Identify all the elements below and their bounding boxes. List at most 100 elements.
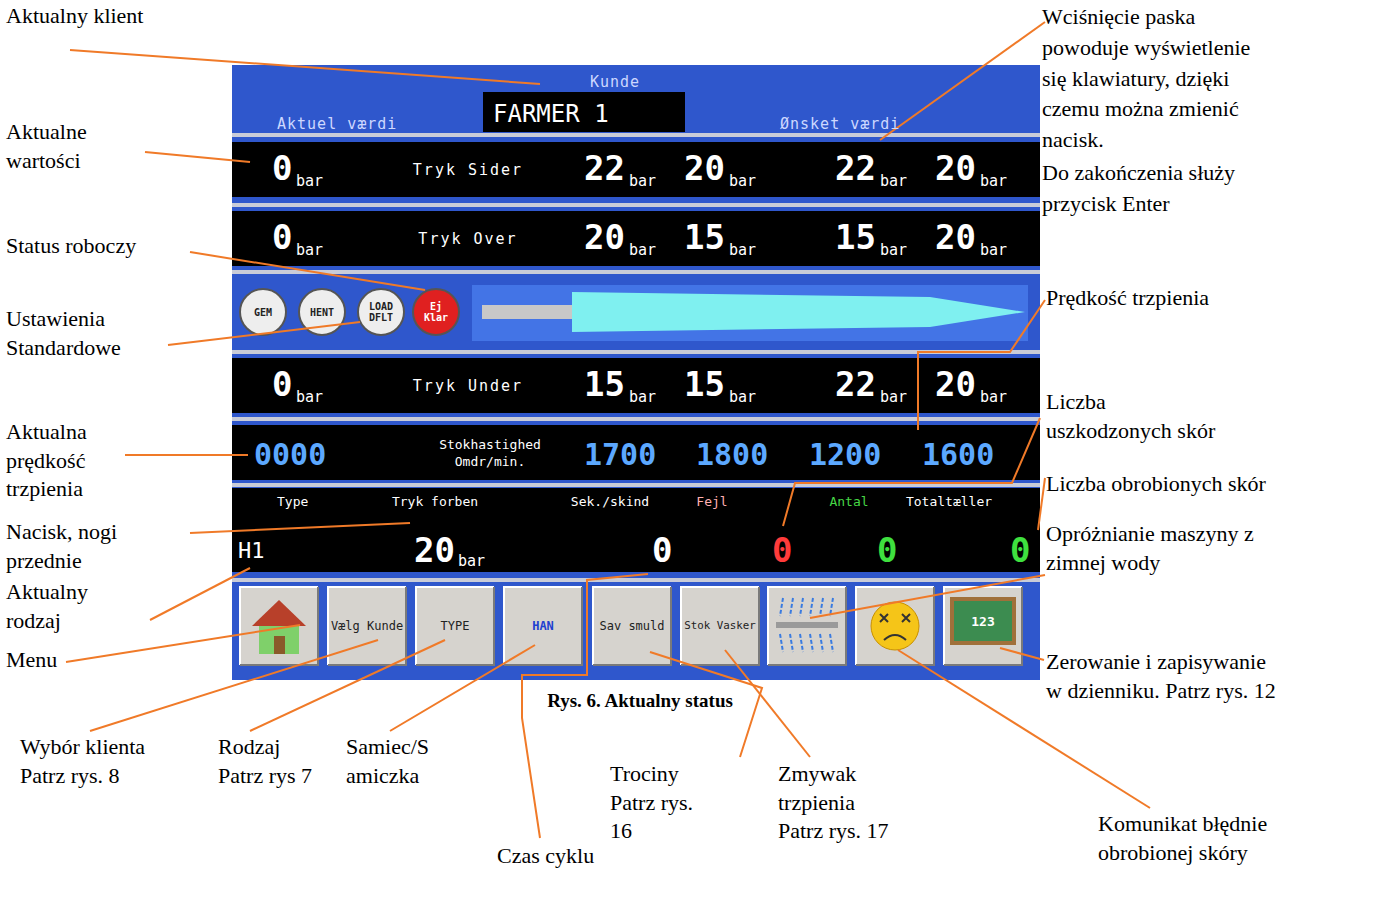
screen-text: Stok Vasker <box>684 619 756 632</box>
display-row: 0barTryk Over20bar15bar15bar20bar <box>232 211 1040 266</box>
button-face <box>416 587 494 665</box>
screen-text: bar <box>729 388 756 406</box>
screen-text: 1800 <box>696 437 768 472</box>
screen-text: Vælg Kunde <box>331 619 403 634</box>
leader-line <box>168 322 360 345</box>
callout-label: Nacisk, nogi przednie <box>6 518 146 575</box>
display-band <box>232 425 1040 480</box>
callout-label: Rodzaj Patrz rys 7 <box>218 733 318 790</box>
screen-text: Tryk forben <box>392 494 478 509</box>
screen-text: Stokhastighed Omdr/min. <box>405 437 575 471</box>
button-face <box>856 587 934 665</box>
callout-label: Wciśnięcie paska powoduje wyświetlenie s… <box>1042 2 1274 156</box>
screen-text: bar <box>980 241 1007 259</box>
screen-text: 1700 <box>584 437 656 472</box>
leader-line <box>725 650 810 757</box>
screen-text: bar <box>880 241 907 259</box>
leader-line <box>1038 478 1045 530</box>
screen-text: 15 <box>584 364 625 404</box>
round-button <box>358 289 404 335</box>
leader-line <box>150 568 250 620</box>
callout-label: Do zakończenia służy przycisk Enter <box>1042 158 1274 220</box>
callout-label: Prędkość trzpienia <box>1046 284 1346 313</box>
screen-text: 15 <box>684 364 725 404</box>
button-face <box>328 587 406 665</box>
button: Stok Vasker <box>681 587 759 665</box>
screen-text: 0 <box>772 530 792 570</box>
leader-line <box>250 640 445 731</box>
display-band <box>232 142 1040 197</box>
callout-label: Komunikat błędnie obrobionej skóry <box>1098 810 1298 867</box>
screen-text: 0 <box>272 217 292 257</box>
callout-label: Opróżnianie maszyny z zimnej wody <box>1046 520 1286 577</box>
button: HENT <box>299 289 345 335</box>
screen-text: TYPE <box>441 619 470 634</box>
home-icon <box>252 600 306 654</box>
screen-text: Kunde <box>590 73 640 91</box>
screen-text: 22 <box>835 148 876 188</box>
callout-label: Status roboczy <box>6 232 196 261</box>
screen-text: 1600 <box>922 437 994 472</box>
round-button <box>413 289 459 335</box>
screen-text: 0 <box>272 148 292 188</box>
display-band <box>483 92 685 132</box>
button-face <box>768 587 846 665</box>
screen-text: H1 <box>238 538 265 563</box>
screen-text: bar <box>629 241 656 259</box>
screen-text: Aktuel værdi <box>277 115 397 133</box>
screen-text: 15 <box>835 217 876 257</box>
leader-line <box>918 300 1045 430</box>
button: Sav smuld <box>593 587 671 665</box>
screen-text: 20 <box>935 364 976 404</box>
screen-text: 0 <box>1010 530 1030 570</box>
button: Ej Klar <box>413 289 459 335</box>
screen-text: 20 <box>935 148 976 188</box>
screen-text: Antal <box>829 494 868 509</box>
screen-text: LOAD DFLT <box>361 301 401 323</box>
button: TYPE <box>416 587 494 665</box>
separator <box>232 578 1040 582</box>
button-face <box>240 587 318 665</box>
button: Vælg Kunde <box>328 587 406 665</box>
screen-text: Fejl <box>696 494 727 509</box>
screen-text: HAN <box>532 619 554 633</box>
customer-field: FARMER 1 <box>483 92 685 132</box>
screen-text: bar <box>980 172 1007 190</box>
callout-label: Wybór klienta Patrz rys. 8 <box>20 733 150 790</box>
separator <box>232 270 1040 274</box>
button-face <box>593 587 671 665</box>
screen-text: 0 <box>652 530 672 570</box>
leader-line <box>783 418 1040 526</box>
leader-line <box>145 152 250 162</box>
spray-icon <box>776 598 838 652</box>
blackboard-icon <box>952 599 1014 643</box>
screen-text: HENT <box>302 307 342 318</box>
screen-text: bar <box>980 388 1007 406</box>
screen-text: bar <box>729 241 756 259</box>
button-face <box>944 587 1022 665</box>
callout-label: Menu <box>6 646 106 675</box>
leader-line <box>190 523 410 533</box>
screen-text: 20 <box>684 148 725 188</box>
display-row: 0barTryk Sider22bar20bar22bar20bar <box>232 142 1040 197</box>
mandrel <box>572 292 1025 332</box>
screen-text: 20 <box>935 217 976 257</box>
leader-line <box>125 454 248 456</box>
screen-text: GEM <box>243 307 283 318</box>
leader-line <box>66 625 300 662</box>
screen-text: Sek./skind <box>571 494 649 509</box>
screen-text: 0 <box>877 530 897 570</box>
display-row: TypeTryk forbenSek./skindFejlAntalTotalt… <box>232 488 1040 572</box>
display-row: 0000Stokhastighed Omdr/min.1700180012001… <box>232 425 1040 480</box>
screen-text: Sav smuld <box>599 619 664 634</box>
display-row: 0barTryk Under15bar15bar22bar20bar <box>232 358 1040 413</box>
screen-text: bar <box>880 388 907 406</box>
display-band <box>232 488 1040 572</box>
button: HAN <box>504 587 582 665</box>
callout-label: Aktualne wartości <box>6 118 146 175</box>
leader-line <box>880 22 1045 140</box>
display-band <box>232 211 1040 266</box>
screen-text: bar <box>296 388 323 406</box>
